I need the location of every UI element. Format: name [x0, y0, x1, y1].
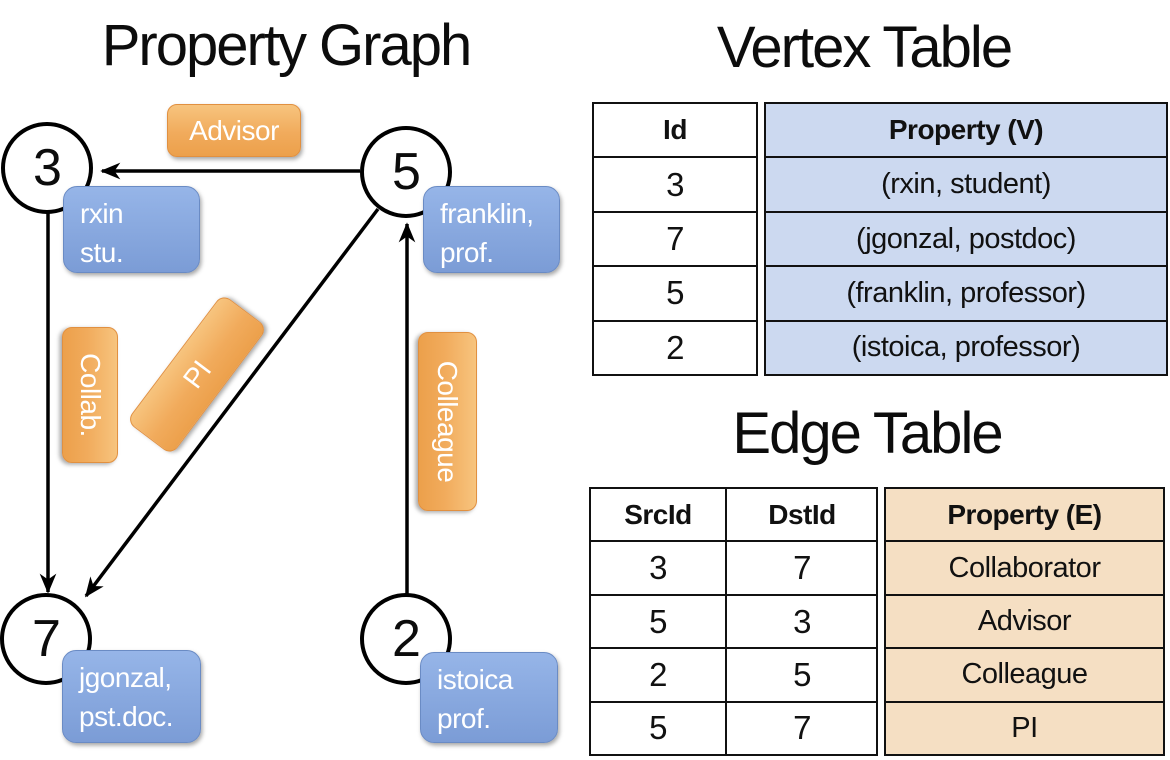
edge-table-title: Edge Table: [732, 401, 1003, 466]
graph-node-3: 3: [1, 122, 93, 214]
node-3-id: 3: [33, 139, 62, 197]
node-7-id: 7: [32, 610, 61, 668]
node-7-property-line2: pst.doc.: [79, 700, 174, 732]
edge-row-3-src: 5: [649, 709, 667, 747]
node-5-property-box: franklin, prof.: [423, 186, 560, 273]
vertex-table-id-header: Id: [663, 114, 687, 146]
vertex-row-0-property: (rxin, student): [766, 156, 1166, 210]
property-graph-title: Property Graph: [101, 13, 473, 78]
vertex-row-0-id: 3: [594, 156, 756, 210]
edge-row-3-dst: 7: [725, 702, 877, 755]
edge-row-0-ids: 3 7: [591, 540, 877, 594]
node-2-id: 2: [392, 610, 421, 668]
edge-label-advisor: Advisor: [167, 104, 301, 157]
node-3-property-box: rxin stu.: [63, 186, 200, 273]
node-2-property-line2: prof.: [437, 702, 491, 734]
node-7-property-box: jgonzal, pst.doc.: [62, 650, 201, 743]
edge-row-2-dst: 5: [725, 649, 877, 701]
graph-node-5: 5: [360, 126, 452, 218]
vertex-table-id-column: Id 3 7 5 2: [592, 102, 758, 376]
edge-label-pi: PI: [126, 293, 268, 456]
vertex-row-3-property: (istoica, professor): [766, 319, 1166, 374]
node-5-id: 5: [392, 143, 421, 201]
node-3-property-line1: rxin: [80, 198, 124, 229]
edge-row-1-src: 5: [649, 602, 667, 640]
edge-row-0-property: Collaborator: [886, 540, 1163, 593]
vertex-row-2-id: 5: [594, 265, 756, 319]
edge-table-srcid-header: SrcId: [624, 498, 692, 530]
node-2-property-box: istoica prof.: [420, 652, 558, 743]
edge-row-1-dst: 3: [725, 595, 877, 648]
edge-row-0-src: 3: [649, 549, 667, 587]
node-5-property-line1: franklin,: [440, 198, 534, 229]
edge-row-2-ids: 2 5: [591, 647, 877, 701]
edge-row-3-property: PI: [886, 700, 1163, 754]
vertex-row-3-id: 2: [594, 319, 756, 374]
edge-row-2-property: Colleague: [886, 647, 1163, 700]
vertex-row-1-id: 7: [594, 210, 756, 265]
edge-row-1-ids: 5 3: [591, 593, 877, 648]
edge-row-2-src: 2: [649, 655, 667, 693]
vertex-table-property-header: Property (V): [888, 114, 1044, 146]
edge-row-1-property: Advisor: [886, 593, 1163, 647]
vertex-table-title: Vertex Table: [716, 15, 1013, 80]
vertex-table-property-column: Property (V) (rxin, student) (jgonzal, p…: [764, 102, 1168, 376]
edge-table-property-column: Property (E) Collaborator Advisor Collea…: [884, 487, 1165, 756]
node-5-property-line2: prof.: [440, 236, 494, 268]
edge-row-0-dst: 7: [725, 542, 877, 594]
edge-table-header-row: SrcId DstId: [591, 489, 877, 541]
edge-table-id-columns: SrcId DstId 3 7 5 3 2 5 5 7: [589, 487, 878, 756]
node-7-property-line1: jgonzal,: [79, 662, 172, 693]
edge-label-collab: Collab.: [62, 327, 118, 463]
node-3-property-line2: stu.: [80, 236, 124, 268]
edge-table-property-header: Property (E): [947, 498, 1102, 530]
node-2-property-line1: istoica: [437, 664, 513, 695]
edge-row-3-ids: 5 7: [591, 700, 877, 755]
vertex-row-2-property: (franklin, professor): [766, 265, 1166, 319]
edge-label-colleague: Colleague: [418, 332, 477, 511]
edge-table-dstid-header: DstId: [725, 489, 877, 541]
vertex-row-1-property: (jgonzal, postdoc): [766, 210, 1166, 265]
